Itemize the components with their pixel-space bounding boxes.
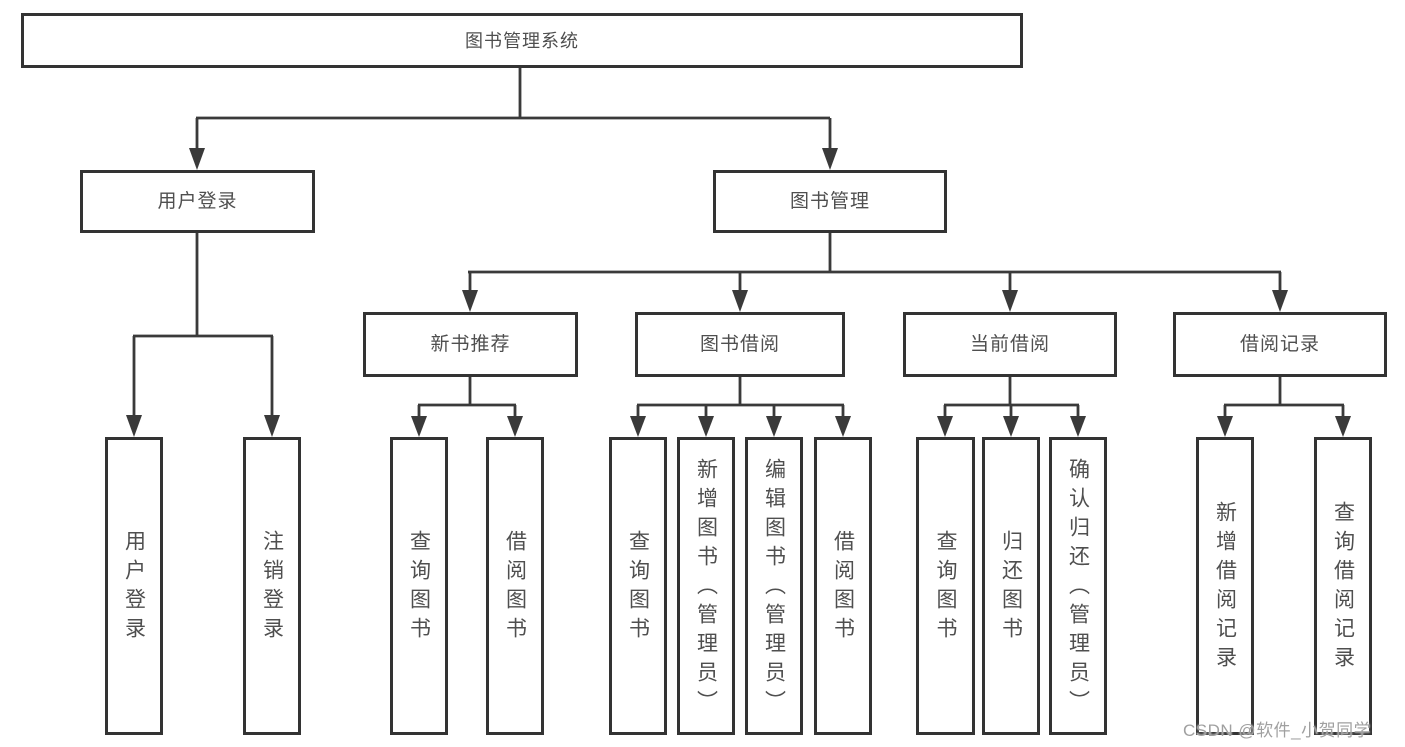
node-leaf-query-books-borrow: 查询图书 — [609, 437, 667, 735]
node-leaf-user-login: 用户登录 — [105, 437, 163, 735]
node-borrowing-records: 借阅记录 — [1173, 312, 1387, 377]
node-leaf-query-books-current: 查询图书 — [916, 437, 975, 735]
node-leaf-borrow-books: 借阅图书 — [814, 437, 872, 735]
node-user-login-branch: 用户登录 — [80, 170, 315, 233]
node-current-borrowing: 当前借阅 — [903, 312, 1117, 377]
node-leaf-confirm-return-admin: 确认归还（管理员） — [1049, 437, 1107, 735]
node-leaf-query-books-recommend: 查询图书 — [390, 437, 448, 735]
node-leaf-query-borrow-record: 查询借阅记录 — [1314, 437, 1372, 735]
node-library-management-system: 图书管理系统 — [21, 13, 1023, 68]
node-leaf-logout: 注销登录 — [243, 437, 301, 735]
node-leaf-edit-books-admin: 编辑图书（管理员） — [745, 437, 803, 735]
node-book-management-branch: 图书管理 — [713, 170, 947, 233]
node-leaf-add-borrow-record: 新增借阅记录 — [1196, 437, 1254, 735]
node-book-borrowing: 图书借阅 — [635, 312, 845, 377]
csdn-watermark: CSDN @软件_小贺同学 — [1183, 721, 1372, 740]
node-leaf-borrow-books-recommend: 借阅图书 — [486, 437, 544, 735]
node-new-book-recommendation: 新书推荐 — [363, 312, 578, 377]
node-leaf-add-books-admin: 新增图书（管理员） — [677, 437, 735, 735]
node-leaf-return-books: 归还图书 — [982, 437, 1040, 735]
